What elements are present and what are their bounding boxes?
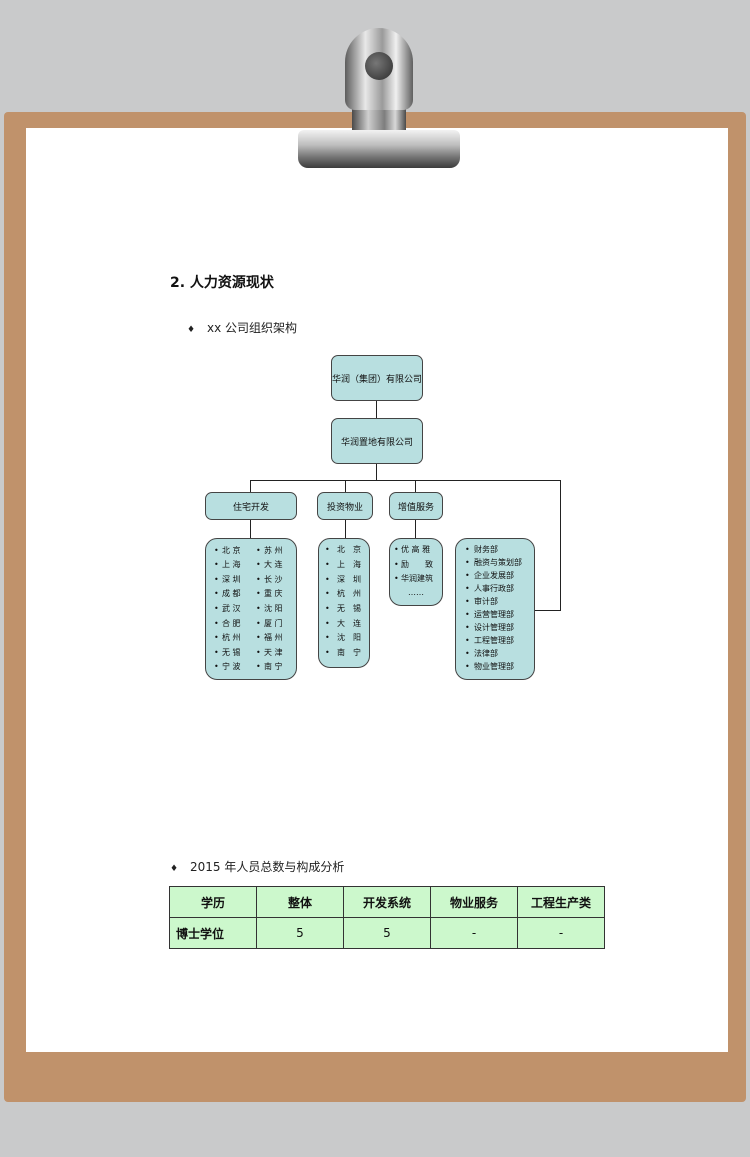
- connector-line: [376, 401, 377, 418]
- list-item: •融资与策划部: [465, 558, 522, 567]
- list-item: •无 锡: [325, 604, 361, 613]
- list-item: •南 宁: [325, 648, 361, 657]
- list-item: •武 汉•沈 阳: [214, 604, 283, 613]
- list-item: •北 京•苏 州: [214, 546, 283, 555]
- connector-line: [560, 480, 561, 611]
- org-node-residential: 住宅开发: [205, 492, 297, 520]
- list-item: •工程管理部: [465, 636, 514, 645]
- table-header: 物业服务: [430, 886, 518, 918]
- connector-line: [345, 520, 346, 538]
- list-item: •励 致: [394, 560, 433, 569]
- diamond-bullet-icon: ♦: [170, 864, 179, 874]
- list-item: •审计部: [465, 597, 498, 606]
- section-heading: 2. 人力资源现状: [170, 275, 274, 291]
- clip-hole: [365, 52, 393, 80]
- table-cell: 5: [343, 917, 431, 949]
- table-header: 学历: [169, 886, 257, 918]
- list-item: •企业发展部: [465, 571, 514, 580]
- table-cell: -: [517, 917, 605, 949]
- org-node-investment: 投资物业: [317, 492, 373, 520]
- connector-line: [250, 480, 251, 492]
- table-row: 博士学位 5 5 - -: [169, 917, 605, 949]
- list-item: •深 圳•长 沙: [214, 575, 283, 584]
- list-item: •法律部: [465, 649, 498, 658]
- list-item: •沈 阳: [325, 633, 361, 642]
- list-item: •杭 州•福 州: [214, 633, 283, 642]
- department-list: •财务部 •融资与策划部 •企业发展部 •人事行政部 •审计部 •运营管理部 •…: [455, 538, 535, 680]
- connector-line: [345, 480, 346, 492]
- staff-composition-table: 学历 整体 开发系统 物业服务 工程生产类 博士学位 5 5 - -: [169, 886, 605, 949]
- list-item: •上 海•大 连: [214, 560, 283, 569]
- list-item: •物业管理部: [465, 662, 514, 671]
- table-cell: -: [430, 917, 518, 949]
- table-header-row: 学历 整体 开发系统 物业服务 工程生产类: [169, 886, 605, 918]
- org-node-root: 华润（集团）有限公司: [331, 355, 423, 401]
- list-item: •华润建筑: [394, 574, 433, 583]
- value-added-list: •优 高 雅 •励 致 •华润建筑 ……: [389, 538, 443, 606]
- list-item: •合 肥•厦 门: [214, 619, 283, 628]
- list-item: •深 圳: [325, 575, 361, 584]
- connector-line: [250, 480, 561, 481]
- list-item: •北 京: [325, 545, 361, 554]
- list-item: •大 连: [325, 619, 361, 628]
- list-item: •人事行政部: [465, 584, 514, 593]
- analysis-bullet: ♦ 2015 年人员总数与构成分析: [170, 858, 344, 875]
- connector-line: [534, 610, 561, 611]
- list-item: •运营管理部: [465, 610, 514, 619]
- list-item: •优 高 雅: [394, 545, 431, 554]
- org-node-value-added: 增值服务: [389, 492, 443, 520]
- connector-line: [376, 464, 377, 480]
- clip-base: [298, 130, 460, 168]
- org-node-subsidiary: 华润置地有限公司: [331, 418, 423, 464]
- table-header: 整体: [256, 886, 344, 918]
- org-title: xx 公司组织架构: [207, 321, 298, 335]
- list-item: •设计管理部: [465, 623, 514, 632]
- list-item: •无 锡•天 津: [214, 648, 283, 657]
- list-item: •成 都•重 庆: [214, 589, 283, 598]
- org-bullet: ♦ xx 公司组织架构: [187, 319, 297, 336]
- list-item: •财务部: [465, 545, 498, 554]
- connector-line: [415, 480, 416, 492]
- investment-city-list: •北 京 •上 海 •深 圳 •杭 州 •无 锡 •大 连 •沈 阳 •南 宁: [318, 538, 370, 668]
- list-item: •上 海: [325, 560, 361, 569]
- table-header: 开发系统: [343, 886, 431, 918]
- list-item: •宁 波•南 宁: [214, 662, 283, 671]
- residential-city-list: •北 京•苏 州 •上 海•大 连 •深 圳•长 沙 •成 都•重 庆 •武 汉…: [205, 538, 297, 680]
- table-header: 工程生产类: [517, 886, 605, 918]
- diamond-bullet-icon: ♦: [187, 325, 196, 335]
- connector-line: [415, 520, 416, 538]
- connector-line: [250, 520, 251, 538]
- table-cell: 5: [256, 917, 344, 949]
- list-item: ……: [408, 588, 424, 597]
- list-item: •杭 州: [325, 589, 361, 598]
- table-cell: 博士学位: [169, 917, 257, 949]
- analysis-title: 2015 年人员总数与构成分析: [190, 860, 345, 874]
